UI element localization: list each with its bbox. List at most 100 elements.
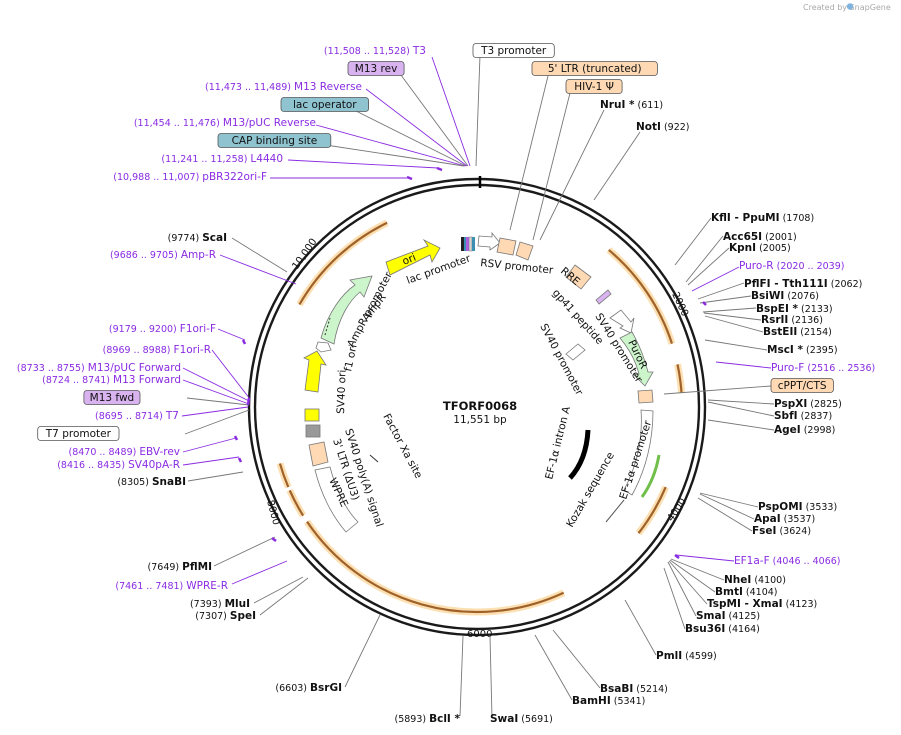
leader-line (699, 295, 752, 304)
enzyme-label: BsiWI (2076) (751, 290, 819, 302)
feature-fsei[interactable]: FseI (3624) (752, 525, 811, 537)
feature-spei[interactable]: (7307) SpeI (195, 610, 256, 622)
feature-apai[interactable]: ApaI (3537) (754, 513, 815, 525)
rsv-promoter-feature[interactable] (477, 231, 501, 251)
feature-cppt-cts[interactable]: cPPT/CTS (770, 378, 834, 393)
arc-puro[interactable] (608, 249, 674, 344)
feature-pspomi[interactable]: PspOMI (3533) (758, 501, 837, 513)
feature-cap-binding-site[interactable]: CAP binding site (217, 133, 332, 148)
ampr-feature[interactable] (320, 275, 373, 345)
primer-label: (11,508 .. 11,528) T3 (324, 45, 426, 57)
gp41-peptide-feature[interactable] (595, 289, 612, 305)
ori-feature[interactable] (385, 238, 441, 276)
feature-pflmi[interactable]: (7649) PflMI (148, 561, 212, 573)
feature-hiv-1[interactable]: HIV-1 Ψ (565, 79, 623, 94)
feature-pmli[interactable]: PmlI (4599) (656, 650, 717, 662)
feature-t3-promoter[interactable]: T3 promoter (472, 43, 555, 58)
leader-line (431, 56, 471, 167)
feature-5-ltr-truncated[interactable]: 5' LTR (truncated) (531, 61, 658, 76)
feature-bmti[interactable]: BmtI (4104) (715, 586, 777, 598)
feature-kpni[interactable]: KpnI (2005) (729, 242, 791, 254)
feature-pspxi[interactable]: PspXI (2825) (774, 398, 842, 410)
feature-bsabi[interactable]: BsaBI (5214) (600, 683, 668, 695)
feature-snabi[interactable]: (8305) SnaBI (117, 476, 186, 488)
feature-scai[interactable]: (9774) ScaI (168, 232, 227, 244)
feature-wpre-r[interactable]: (7461 .. 7481) WPRE-R (115, 580, 228, 592)
feature-bcli[interactable]: (5893) BclI * (395, 713, 461, 725)
feature-tspmi-xmai[interactable]: TspMI - XmaI (4123) (707, 598, 817, 610)
feature-f1ori-f[interactable]: (9179 .. 9200) F1ori-F (109, 323, 216, 335)
enzyme-label: SmaI (4125) (696, 610, 760, 622)
feature-mlui[interactable]: (7393) MluI (190, 598, 250, 610)
arc-left-a[interactable] (288, 489, 305, 517)
feature-m13-puc-forward[interactable]: (8733 .. 8755) M13/pUC Forward (17, 362, 181, 374)
ef1a-promoter-feature[interactable] (623, 409, 654, 496)
primer-site-mark (271, 537, 277, 542)
feature-lac-operator[interactable]: lac operator (280, 97, 369, 112)
feature-msci[interactable]: MscI * (2395) (767, 344, 838, 356)
sv40-promoter-left-feature[interactable] (565, 343, 586, 361)
enzyme-label: BstEII (2154) (763, 326, 832, 338)
sv40-promoter-right-feature[interactable] (609, 309, 635, 334)
rre-feature[interactable] (565, 264, 592, 290)
leader-line (213, 536, 276, 567)
feature-nhei[interactable]: NheI (4100) (724, 574, 786, 586)
feature-m13-reverse[interactable]: (11,473 .. 11,489) M13 Reverse (205, 81, 362, 93)
feature-smai[interactable]: SmaI (4125) (696, 610, 760, 622)
feature-puro-f[interactable]: Puro-F (2516 .. 2536) (771, 362, 875, 374)
five-ltr-feature[interactable] (496, 237, 517, 256)
feature-m13-puc-reverse[interactable]: (11,454 .. 11,476) M13/pUC Reverse (134, 117, 316, 129)
feature-m13-fwd[interactable]: M13 fwd (83, 390, 141, 405)
sv40-polya-feature[interactable] (305, 424, 321, 438)
primer-site-mark (674, 554, 680, 559)
feature-sbfi[interactable]: SbfI (2837) (774, 410, 832, 422)
feature-bsteii[interactable]: BstEII (2154) (763, 326, 832, 338)
feature-bsrgi[interactable]: (6603) BsrGI (275, 682, 342, 694)
three-ltr-feature[interactable] (308, 441, 329, 467)
leader-line (509, 75, 549, 231)
feature-agei[interactable]: AgeI (2998) (774, 424, 835, 436)
feature-m13-rev[interactable]: M13 rev (347, 61, 405, 76)
feature-bamhi[interactable]: BamHI (5341) (572, 695, 645, 707)
cppt-feature[interactable] (637, 389, 654, 404)
ampr-promoter-feature[interactable] (315, 341, 332, 353)
feature-f1ori-r[interactable]: (8969 .. 8988) F1ori-R (103, 344, 211, 356)
feature-t7[interactable]: (8695 .. 8714) T7 (95, 410, 179, 422)
feature-pflfi-tth111i[interactable]: PflFI - Tth111I (2062) (744, 278, 862, 290)
feature-puro-r[interactable]: Puro-R (2020 .. 2039) (739, 260, 844, 272)
feature-acc65i[interactable]: Acc65I (2001) (723, 231, 797, 243)
arc-left-b[interactable] (278, 463, 290, 488)
primer-label: (11,454 .. 11,476) M13/pUC Reverse (134, 117, 316, 129)
sv40-ori-feature[interactable] (304, 408, 320, 422)
ef1a-intron-feature[interactable] (568, 429, 591, 480)
wpre-feature[interactable] (314, 466, 359, 533)
feature-ef1a-f[interactable]: EF1a-F (4046 .. 4066) (734, 555, 841, 567)
feature-amp-r[interactable]: (9686 .. 9705) Amp-R (110, 249, 216, 261)
arc-wpre-region[interactable] (306, 521, 565, 614)
feature-sv40pa-r[interactable]: (8416 .. 8435) SV40pA-R (57, 459, 180, 471)
leader-line (253, 576, 304, 604)
arc-ampr-region[interactable] (298, 221, 388, 306)
feature-bsu36i[interactable]: Bsu36I (4164) (685, 623, 760, 635)
leader-line (184, 409, 250, 435)
feature-ebv-rev[interactable]: (8470 .. 8489) EBV-rev (68, 446, 180, 458)
feature-nrui[interactable]: NruI * (611) (600, 99, 663, 111)
feature-noti[interactable]: NotI (922) (636, 121, 690, 133)
feature-kfli-ppumi[interactable]: KflI - PpuMI (1708) (711, 212, 814, 224)
feature-t7-promoter[interactable]: T7 promoter (37, 426, 120, 441)
hiv1-psi-feature[interactable] (515, 241, 534, 261)
feature-rsrii[interactable]: RsrII (2136) (761, 314, 823, 326)
arc-ef1a[interactable] (637, 486, 667, 534)
feature-bsiwi[interactable]: BsiWI (2076) (751, 290, 819, 302)
puror-feature[interactable] (619, 331, 654, 387)
feature-l4440[interactable]: (11,241 .. 11,258) L4440 (161, 153, 283, 165)
feature-t3[interactable]: (11,508 .. 11,528) T3 (324, 45, 426, 57)
feature-bspei[interactable]: BspEI * (2133) (756, 303, 833, 315)
feature-m13-forward[interactable]: (8724 .. 8741) M13 Forward (42, 374, 181, 386)
feature-swai[interactable]: SwaI (5691) (490, 713, 553, 725)
leader-lines (181, 54, 775, 719)
feature-pbr322ori-f[interactable]: (10,988 .. 11,007) pBR322ori-F (113, 171, 267, 183)
f1-ori-feature[interactable] (303, 350, 327, 393)
enzyme-label: BmtI (4104) (715, 586, 777, 598)
